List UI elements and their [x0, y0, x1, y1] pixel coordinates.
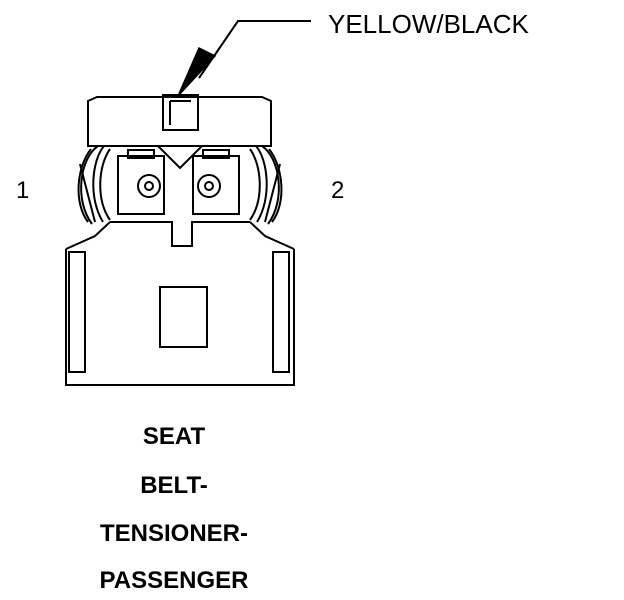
pin-number-2: 2: [331, 177, 345, 204]
connector-caption-line-1: SEAT: [142, 423, 206, 450]
right-release-clip: [249, 145, 283, 225]
connector-caption-line-2: BELT-: [140, 472, 208, 499]
wire-color-label: YELLOW/BLACK: [328, 9, 529, 39]
connector-caption-line-4: PASSENGER: [99, 567, 249, 594]
terminal-cavity-2: [192, 149, 240, 215]
connector-caption-line-3: TENSIONER-: [99, 520, 248, 547]
callout-leader: [177, 20, 311, 97]
left-release-clip: [77, 145, 111, 225]
latch-tab: [162, 94, 199, 131]
body-right-rib: [272, 251, 290, 373]
connector-body: [65, 221, 295, 386]
connector-top-housing: [87, 94, 272, 147]
terminal-cavity-1: [117, 149, 165, 215]
connector-face: [104, 145, 256, 247]
pin-number-1: 1: [16, 177, 30, 204]
body-lock-window: [159, 286, 208, 348]
body-left-rib: [68, 251, 86, 373]
